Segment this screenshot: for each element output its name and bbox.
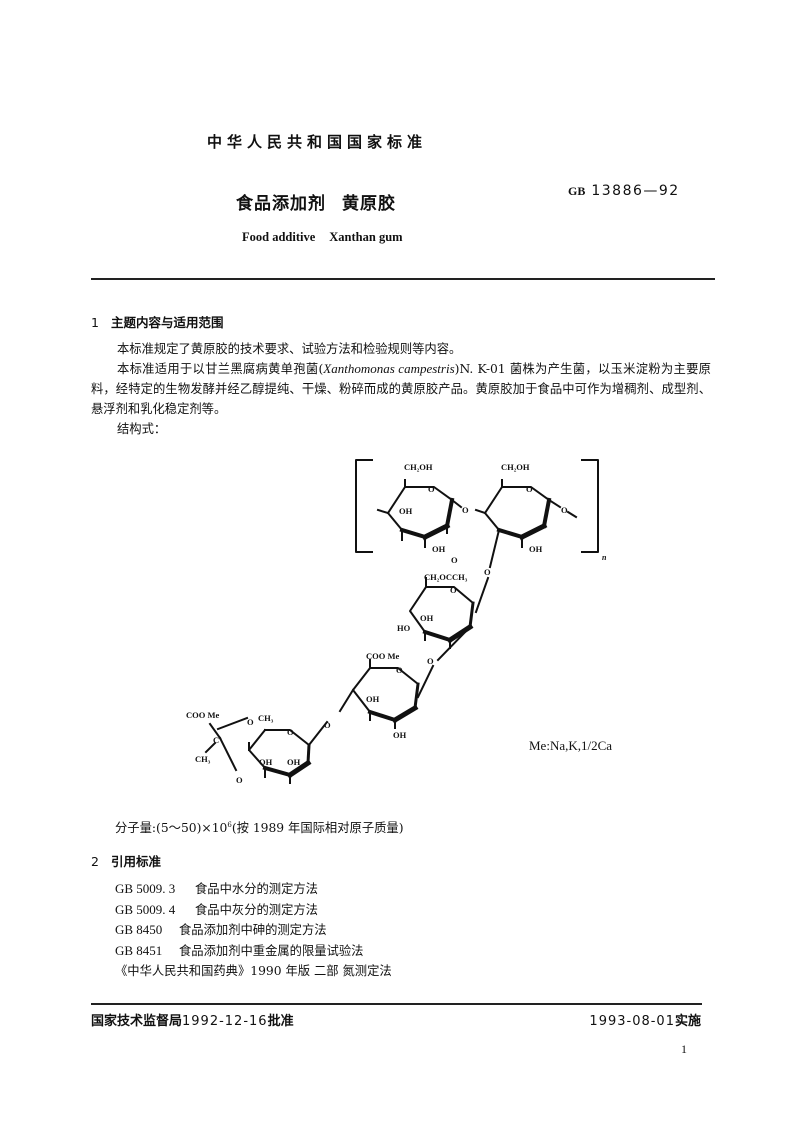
document-title-cn: 食品添加剂黄原胶: [236, 189, 396, 214]
reference-title: 食品添加剂中重金属的限量试验法: [179, 943, 364, 958]
reference-item: GB 8450 食品添加剂中砷的测定方法: [115, 920, 392, 941]
svg-text:CH₂OH: CH₂OH: [404, 462, 433, 472]
std-number: 13886—92: [591, 183, 680, 199]
svg-text:O: O: [451, 555, 458, 565]
right-bracket: [581, 459, 599, 553]
section-2-heading: 2 引用标准: [91, 851, 161, 870]
effective-suffix: 实施: [674, 1014, 701, 1029]
svg-text:COO Me: COO Me: [186, 710, 220, 720]
reference-item: GB 5009. 3 食品中水分的测定方法: [115, 879, 392, 900]
reference-code: GB 5009. 4: [115, 901, 176, 917]
svg-text:OH: OH: [366, 694, 380, 704]
reference-code: GB 8451: [115, 942, 163, 958]
document-title-en: Food additive Xanthan gum: [242, 230, 403, 245]
title-en-part1: Food additive: [242, 230, 316, 244]
title-en-part2: Xanthan gum: [329, 230, 403, 244]
section-1-heading: 1 主题内容与适用范围: [91, 312, 224, 331]
section-number: 1: [91, 315, 99, 330]
svg-text:O: O: [561, 505, 568, 515]
mw-suffix: (按 1989 年国际相对原子质量): [231, 821, 404, 835]
svg-text:OH: OH: [259, 757, 273, 767]
svg-text:C: C: [213, 735, 219, 745]
svg-text:O: O: [428, 484, 435, 494]
svg-text:CH₂OCCH₃: CH₂OCCH₃: [424, 572, 468, 582]
reference-code: GB 8450: [115, 922, 163, 937]
svg-text:O: O: [450, 585, 457, 595]
counter-ion-note: Me:Na,K,1/2Ca: [529, 738, 613, 753]
left-bracket: [355, 459, 373, 553]
title-cn-part1: 食品添加剂: [236, 194, 326, 214]
xanthan-structure-diagram: CH₂OH O OH OH O CH₂OH O OH O n O O CH₂OC…: [186, 459, 607, 785]
title-cn-part2: 黄原胶: [342, 194, 396, 214]
svg-text:O: O: [247, 717, 254, 727]
svg-text:OH: OH: [432, 544, 446, 554]
reference-code: GB 5009. 3: [115, 881, 176, 896]
section-title: 引用标准: [111, 854, 162, 869]
svg-text:COO Me: COO Me: [366, 651, 400, 661]
svg-text:OH: OH: [399, 506, 413, 516]
reference-item: GB 5009. 4 食品中灰分的测定方法: [115, 900, 392, 921]
svg-text:O: O: [484, 567, 491, 577]
reference-title: 食品中灰分的测定方法: [195, 902, 318, 917]
svg-text:OH: OH: [393, 730, 407, 740]
reference-title: 食品添加剂中砷的测定方法: [179, 923, 327, 937]
svg-text:OH: OH: [420, 613, 434, 623]
standard-number: GB 13886—92: [568, 183, 680, 199]
svg-text:O: O: [396, 665, 403, 675]
svg-text:CH₃: CH₃: [258, 713, 274, 723]
mw-exponent: 6: [227, 820, 232, 829]
effective-line: 1993-08-01实施: [589, 1010, 701, 1029]
mw-prefix: 分子量:(5～50)×10: [115, 821, 228, 835]
svg-text:O: O: [526, 484, 533, 494]
reference-title: 食品中水分的测定方法: [195, 882, 318, 896]
svg-text:O: O: [427, 656, 434, 666]
molecular-weight: 分子量:(5～50)×106(按 1989 年国际相对原子质量): [115, 818, 404, 836]
normative-references-list: GB 5009. 3 食品中水分的测定方法 GB 5009. 4 食品中灰分的测定方…: [115, 879, 392, 982]
approval-line: 国家技术监督局1992-12-16批准: [91, 1010, 294, 1029]
reference-item: GB 8451 食品添加剂中重金属的限量试验法: [115, 941, 392, 962]
national-standard-heading: 中华人民共和国国家标准: [207, 133, 428, 151]
svg-text:CH₃: CH₃: [195, 754, 211, 764]
section-title: 主题内容与适用范围: [111, 315, 224, 330]
svg-text:CH₂OH: CH₂OH: [501, 462, 530, 472]
approval-date: 1992-12-16: [182, 1014, 268, 1029]
svg-text:O: O: [324, 720, 331, 730]
section-1-body: 本标准规定了黄原胶的技术要求、试验方法和检验规则等内容。 本标准适用于以甘兰黑腐…: [91, 339, 711, 439]
scope-paragraph: 本标准规定了黄原胶的技术要求、试验方法和检验规则等内容。: [117, 342, 462, 356]
svg-text:O: O: [287, 727, 294, 737]
svg-text:HO: HO: [397, 623, 411, 633]
svg-text:OH: OH: [529, 544, 543, 554]
effective-date: 1993-08-01: [589, 1014, 675, 1029]
page-number: 1: [681, 1042, 687, 1056]
latin-species-name: Xanthomonas campestris: [323, 361, 455, 376]
section-number: 2: [91, 854, 99, 869]
header-divider: [91, 278, 715, 280]
svg-text:O: O: [236, 775, 243, 785]
text-run: )N. K-01 菌株为产生菌，以玉米淀粉为主要原料，经特定的生物发酵并经乙醇提…: [91, 362, 711, 416]
svg-text:O: O: [462, 505, 469, 515]
approval-suffix: 批准: [267, 1014, 294, 1029]
structure-label: 结构式：: [117, 422, 167, 436]
applicability-paragraph: 本标准适用于以甘兰黑腐病黄单孢菌(Xanthomonas campestris)…: [91, 359, 711, 419]
text-run: 本标准适用于以甘兰黑腐病黄单孢菌(: [117, 362, 324, 376]
footer-divider: [91, 1003, 702, 1005]
reference-item-pharmacopoeia: 《中华人民共和国药典》1990 年版 二部 氮测定法: [115, 964, 392, 978]
svg-text:n: n: [602, 553, 607, 562]
std-prefix: GB: [568, 184, 586, 198]
approver: 国家技术监督局: [91, 1014, 183, 1029]
svg-text:OH: OH: [287, 757, 301, 767]
